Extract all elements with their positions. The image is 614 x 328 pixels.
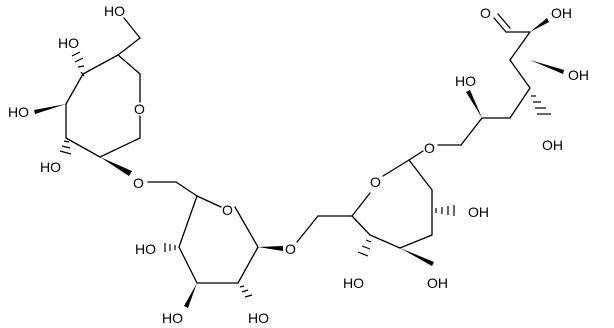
top-glucose-ring xyxy=(65,54,141,158)
middle-c3-wedge-bond xyxy=(184,283,197,308)
right-c2-hydroxyl-label: OH xyxy=(468,204,489,220)
open-c5-hydroxyl-label: HO xyxy=(455,73,476,89)
right-glycosidic-oxygen-label: O xyxy=(424,140,435,156)
top-c6-hydroxyl-label: HO xyxy=(104,3,125,19)
right-c3-wedge-bond xyxy=(400,248,434,266)
top-c6-bond xyxy=(117,37,141,56)
open-c2-wedge-bond xyxy=(530,18,549,32)
open-c3-wedge-bond xyxy=(530,60,564,74)
right-c3-hydroxyl-label: OH xyxy=(427,275,448,291)
top-c3-wedge-bond xyxy=(34,104,66,114)
middle-glycosidic-oxygen-label: O xyxy=(285,241,296,257)
middle-c4-hydroxyl-label: HO xyxy=(135,241,156,257)
middle-c3-hydroxyl-label: HO xyxy=(162,310,183,326)
open-chain-backbone xyxy=(481,31,531,119)
middle-c4-hash-bond xyxy=(164,243,176,252)
top-c2-hash-bond xyxy=(59,140,72,155)
top-ring-oxygen-label: O xyxy=(134,101,145,117)
link2-o-ch2-bond xyxy=(296,215,319,243)
aldehyde-double-bond-a xyxy=(493,17,507,33)
right-ring-oxygen-label: O xyxy=(370,174,381,190)
right-c2-hash-bond xyxy=(435,205,455,216)
middle-ring-oxygen-label: O xyxy=(222,202,233,218)
right-c4-hash-bond xyxy=(357,239,372,257)
aldehyde-double-bond-b xyxy=(497,13,511,29)
middle-c2-hydroxyl-label: HO xyxy=(248,310,269,326)
open-c5-wedge-bond xyxy=(466,90,482,118)
open-c3-hydroxyl-label: OH xyxy=(568,67,589,83)
open-c4-hydroxyl-label: OH xyxy=(542,137,563,153)
aldehyde-oxygen-label: O xyxy=(480,5,491,21)
top-c2-hydroxyl-label: HO xyxy=(40,159,61,175)
top-c4-hash-bond xyxy=(71,51,85,77)
top-glycosidic-oxygen-label: O xyxy=(133,175,144,191)
middle-c1-wedge-bond xyxy=(258,246,283,251)
middle-c2-hash-bond xyxy=(239,285,253,298)
middle-glucose-ring xyxy=(178,195,259,284)
top-c6-oh-bond xyxy=(123,17,141,39)
open-c4-hash-bond xyxy=(531,95,551,115)
top-c1-wedge-bond xyxy=(100,157,132,176)
right-glucose-ring xyxy=(351,159,433,249)
top-c4-hydroxyl-label: HO xyxy=(58,35,79,51)
right-c1-glycosidic-bond xyxy=(408,150,424,161)
open-c2-hydroxyl-label: OH xyxy=(551,5,572,21)
link1-ch2-c5-bond xyxy=(175,181,198,197)
top-c3-hydroxyl-label: HO xyxy=(8,104,29,120)
link3-ch2-c5-bond xyxy=(460,117,483,146)
right-c4-hydroxyl-label: HO xyxy=(343,275,364,291)
